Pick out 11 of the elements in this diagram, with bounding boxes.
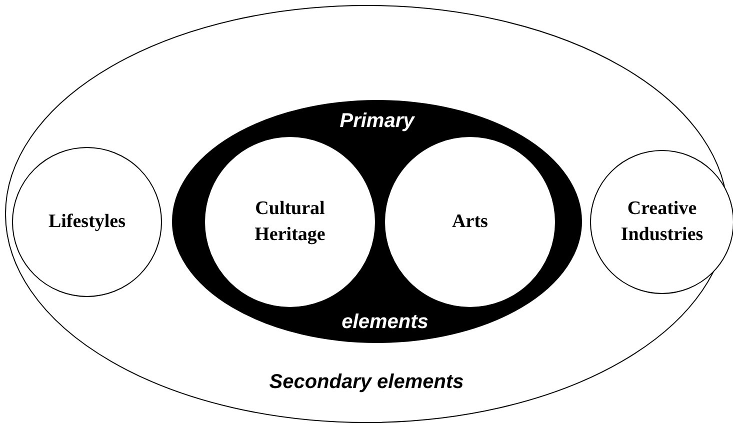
circle <box>205 137 375 307</box>
circle <box>12 147 162 297</box>
ellipse-label: elements <box>342 311 428 334</box>
ellipse-label: Secondary elements <box>269 371 464 394</box>
circle-label: Arts <box>451 210 489 234</box>
ellipse-label: Primary <box>340 110 414 133</box>
circle <box>385 137 555 307</box>
circle-label: Cultural Heritage <box>254 197 326 247</box>
circle-label: Lifestyles <box>47 210 127 234</box>
circle-label: Creative Industries <box>620 197 704 247</box>
inner-ellipse <box>172 100 582 343</box>
